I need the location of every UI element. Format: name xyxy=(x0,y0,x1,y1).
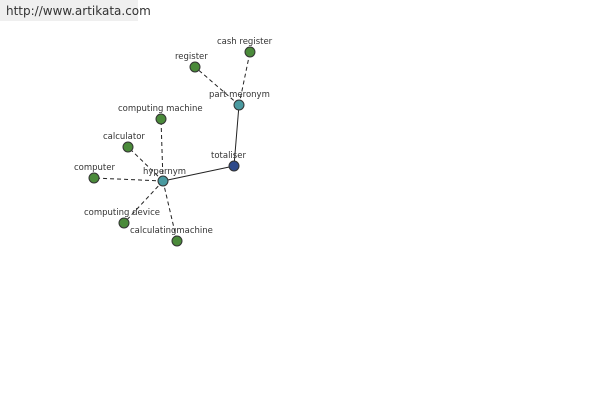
graph-labels: totaliser part meronym hypernym cash regist… xyxy=(74,37,273,236)
graph-nodes xyxy=(88,46,256,247)
edge-hypernym-to-calculating-machine xyxy=(162,180,178,242)
edge-hypernym-to-computing-device xyxy=(123,180,164,224)
edge-hypernym-to-computing-machine xyxy=(160,118,164,182)
node-totaliser[interactable] xyxy=(228,160,240,172)
label-calculating-machine[interactable]: calculatingmachine xyxy=(130,226,213,236)
node-hypernym[interactable] xyxy=(157,175,169,187)
edge-totaliser-to-hypernym xyxy=(162,165,235,182)
node-part-meronym[interactable] xyxy=(233,99,245,111)
label-cash-register[interactable]: cash register xyxy=(217,37,273,47)
label-part-meronym[interactable]: part meronym xyxy=(209,90,270,100)
edge-part-meronym-to-cash-register xyxy=(238,51,251,106)
node-computing-machine[interactable] xyxy=(155,113,167,125)
edge-hypernym-to-computer xyxy=(93,177,164,182)
label-computing-device[interactable]: computing device xyxy=(84,208,160,218)
label-register[interactable]: register xyxy=(175,52,208,62)
graph-edges xyxy=(93,51,251,242)
node-register[interactable] xyxy=(189,61,201,73)
edge-totaliser-to-part-meronym xyxy=(233,104,240,167)
edge-hypernym-to-calculator xyxy=(127,146,164,182)
node-computing-device[interactable] xyxy=(118,217,130,229)
node-calculator[interactable] xyxy=(122,141,134,153)
label-totaliser[interactable]: totaliser xyxy=(211,151,246,161)
node-calculating-machine[interactable] xyxy=(171,235,183,247)
label-computer[interactable]: computer xyxy=(74,163,115,173)
edge-part-meronym-to-register xyxy=(194,66,240,106)
site-url-link[interactable]: http://www.artikata.com xyxy=(6,4,151,18)
node-computer[interactable] xyxy=(88,172,100,184)
url-banner[interactable]: http://www.artikata.com xyxy=(0,0,151,21)
node-cash-register[interactable] xyxy=(244,46,256,58)
label-computing-machine[interactable]: computing machine xyxy=(118,104,203,114)
label-calculator[interactable]: calculator xyxy=(103,132,145,142)
label-hypernym[interactable]: hypernym xyxy=(143,167,186,177)
